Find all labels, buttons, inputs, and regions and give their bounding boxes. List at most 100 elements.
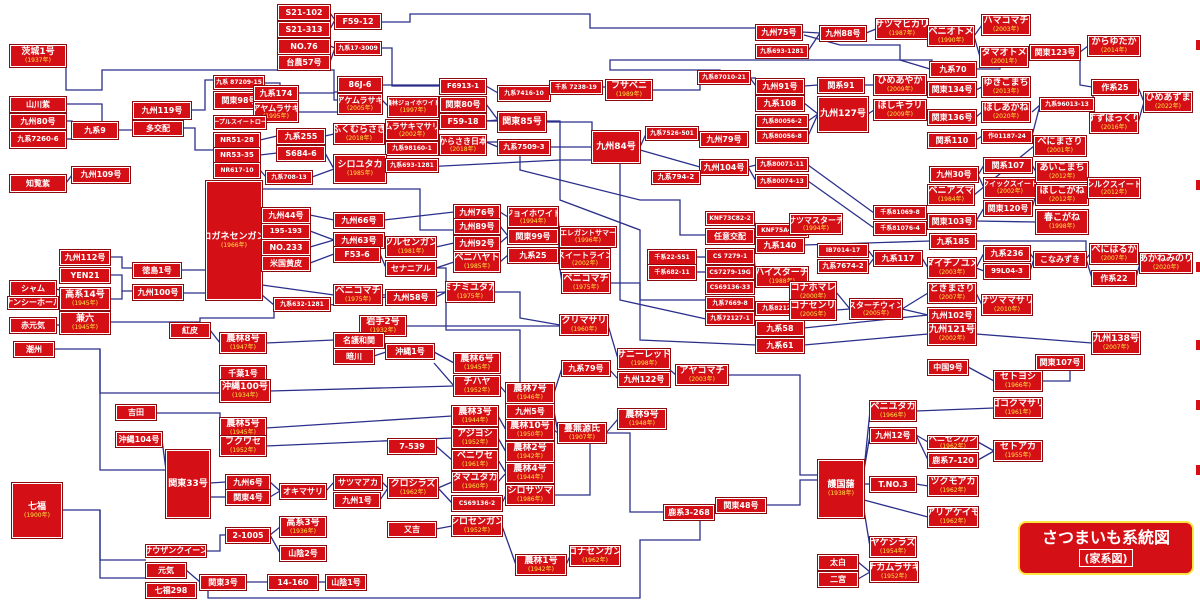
lineage-connector: [915, 434, 929, 443]
variety-year: (1947年): [230, 344, 256, 351]
variety-node: シロセンガン(1952年): [451, 515, 503, 537]
lineage-connector: [975, 220, 1037, 223]
variety-node: 九州88号: [819, 25, 867, 42]
variety-year: (1994年): [803, 224, 829, 232]
lineage-connector: [669, 369, 677, 376]
variety-node: スターチウィン(2005年): [849, 298, 903, 320]
variety-name: S684-6: [285, 148, 317, 158]
variety-node: 九系117: [873, 250, 923, 267]
variety-node: F59-12: [334, 13, 382, 30]
lineage-connector: [433, 362, 455, 387]
variety-name: パープルスイートロード: [215, 118, 265, 126]
variety-name: 九系25: [519, 250, 547, 260]
variety-name: 九系7416-10: [504, 89, 544, 97]
lineage-connector: [607, 324, 619, 360]
variety-name: クイックスイート: [984, 180, 1036, 188]
lineage-connector: [65, 174, 73, 184]
variety-node: 九州80号: [9, 113, 67, 130]
variety-node: タマユタカ(1960年): [451, 471, 499, 493]
lineage-connector: [728, 374, 818, 476]
variety-node: 紅皮: [169, 322, 211, 339]
variety-node: YEN21: [59, 267, 111, 284]
lineage-connector: [975, 111, 983, 118]
lineage-connector: [265, 339, 335, 344]
variety-node: 九系693-1281: [385, 158, 439, 173]
variety-node: 九州75号: [755, 24, 803, 41]
variety-name: 九系185: [936, 236, 970, 246]
lineage-connector: [324, 152, 335, 170]
variety-node: 台農57号: [277, 54, 331, 71]
variety-name: ほしこがね: [1039, 186, 1085, 196]
lineage-connector: [499, 254, 509, 263]
variety-name: 鹿系3-268: [668, 507, 710, 517]
variety-node: NO.233: [261, 239, 311, 256]
variety-year: (1961年): [462, 461, 488, 468]
lineage-connector: [269, 385, 455, 392]
variety-node: 千系22-551: [647, 249, 697, 266]
variety-node: 九系96013-13: [1039, 97, 1095, 112]
variety-name: 九系174: [259, 88, 293, 98]
variety-year: (2012年): [1049, 196, 1075, 203]
variety-name: あかねみのり: [1140, 254, 1192, 264]
variety-name: 九州6号: [233, 477, 263, 487]
lineage-connector: [973, 24, 983, 37]
lineage-connector: [713, 504, 717, 513]
variety-node: 九州121号(2002年): [927, 322, 977, 346]
variety-name: 九州75号: [761, 27, 797, 37]
variety-name: 千系81069-8: [880, 208, 920, 216]
variety-node: 又吉: [387, 521, 437, 538]
variety-name: ふくむらさき: [334, 125, 384, 135]
variety-node: 九州44号: [261, 207, 311, 224]
variety-node: F6913-1: [439, 78, 487, 95]
variety-name: 農林3号: [458, 407, 492, 417]
variety-name: CS69136-33: [709, 283, 751, 291]
variety-year: (1955年): [1005, 452, 1031, 459]
variety-name: 沖縄104号: [118, 434, 160, 444]
variety-node: 九州1号: [333, 492, 381, 509]
variety-name: ムラサキマサリ: [386, 121, 438, 131]
variety-node: 関東33号: [165, 449, 211, 519]
lineage-connector: [863, 509, 871, 548]
lineage-connector: [329, 12, 336, 21]
variety-name: 九州127号: [820, 109, 866, 119]
lineage-connector: [975, 135, 983, 141]
edge-marker: [1196, 180, 1200, 190]
lineage-connector: [753, 217, 757, 232]
variety-year: (1966年): [221, 241, 247, 249]
variety-node: ときまさり(2007年): [927, 282, 977, 304]
lineage-connector: [183, 127, 214, 151]
variety-name: フサベニ: [610, 81, 647, 91]
variety-name: 七福298: [154, 585, 188, 595]
lineage-connector: [497, 437, 507, 453]
lineage-connector: [185, 569, 201, 583]
variety-year: (1900年): [24, 511, 50, 519]
variety-name: 関東3号: [208, 577, 238, 587]
lineage-connector: [497, 415, 507, 431]
variety-name: 千系 7238-19: [555, 83, 597, 91]
variety-node: サツマアカ: [333, 474, 383, 491]
variety-node: 農林7号(1946年): [505, 382, 555, 404]
variety-year: (1962年): [940, 443, 966, 449]
variety-year: (1997年): [400, 106, 426, 114]
variety-name: 九州100号: [137, 287, 179, 297]
variety-node: アケムラサキ(2005年): [337, 93, 383, 115]
variety-node: ツクモアカ(1962年): [927, 475, 979, 497]
lineage-connector: [259, 169, 267, 178]
variety-year: (1960年): [571, 326, 597, 333]
variety-name: NO.233: [269, 242, 303, 252]
variety-name: 九系80056-8: [762, 132, 802, 140]
variety-name: NO.76: [290, 41, 318, 51]
lineage-connector: [975, 86, 983, 91]
variety-year: (1986年): [517, 496, 543, 503]
variety-node: 農林5号(1945年): [219, 417, 267, 439]
lineage-connector: [501, 494, 507, 504]
variety-node: 関東107号: [1035, 354, 1085, 371]
variety-node: ほしあかね(2020年): [981, 101, 1031, 123]
variety-year: (2007年): [1101, 255, 1127, 262]
variety-node: ひめあやか(2009年): [873, 74, 927, 96]
variety-name: 九系108: [763, 98, 797, 108]
variety-node: ほしこがね(2012年): [1035, 184, 1089, 206]
lineage-connector: [753, 302, 757, 309]
lineage-connector: [803, 333, 929, 346]
variety-year: (1962年): [582, 557, 608, 564]
